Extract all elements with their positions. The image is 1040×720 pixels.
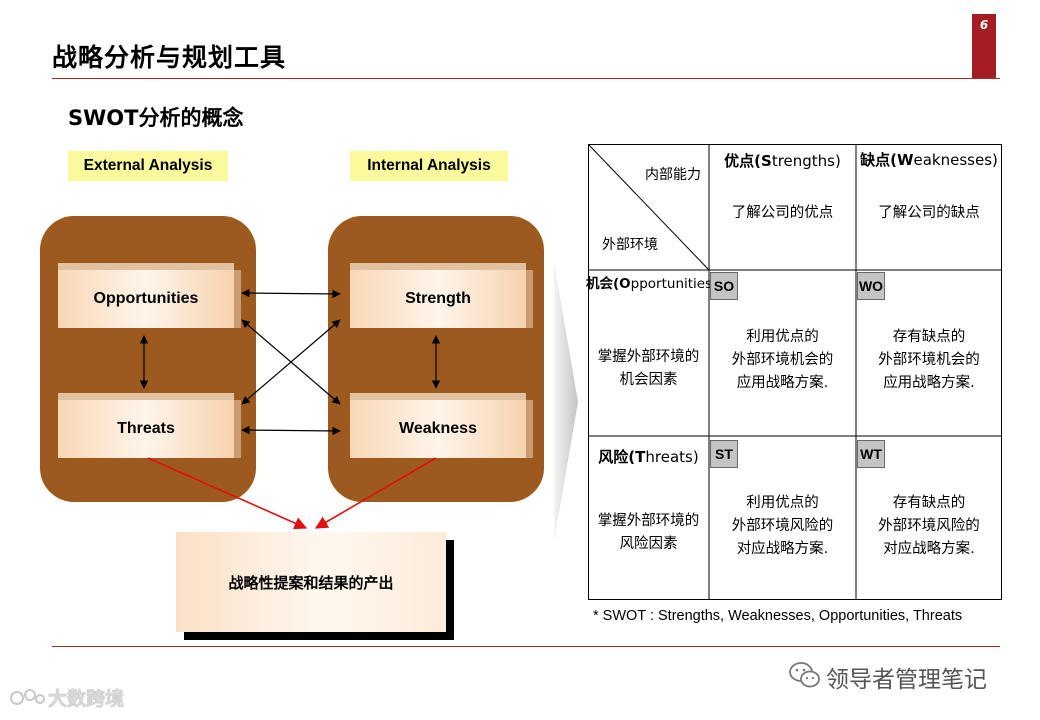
opp-desc-line: 掌握外部环境的: [597, 349, 700, 365]
so-line: 外部环境机会的: [731, 352, 834, 368]
row-opportunities-header: 机会(Opportunities: [586, 272, 710, 292]
wt-tag: WT: [857, 440, 885, 468]
wo-tag: WO: [857, 272, 885, 300]
so-tag: SO: [710, 272, 738, 300]
wt-line: 存有缺点的: [892, 495, 966, 511]
row-threats-header: 风险(Threats): [588, 446, 709, 467]
header-weaknesses-initial: W: [896, 151, 914, 169]
wo-cell: 存有缺点的 外部环境机会的 应用战略方案.: [856, 326, 1002, 395]
row-threats-prefix: 风险(: [598, 448, 636, 466]
opportunities-block: Opportunities: [58, 270, 234, 328]
header-strengths-rest: trengths): [771, 152, 841, 170]
arrow-threats-strength: [241, 319, 341, 405]
watermark-logo-icon: [10, 689, 45, 705]
wo-line: 外部环境机会的: [878, 352, 980, 368]
threats-block: Threats: [58, 400, 234, 458]
strength-block: Strength: [350, 270, 526, 328]
st-line: 对应战略方案.: [736, 541, 829, 557]
external-analysis-label: External Analysis: [68, 151, 228, 181]
corner-internal-label: 内部能力: [645, 167, 701, 183]
weaknesses-description: 了解公司的缺点: [878, 205, 980, 221]
page-number: 6: [972, 14, 996, 78]
matrix-grid-lines: [588, 144, 1002, 600]
row-opportunities-rest: pportunities: [630, 276, 710, 292]
strengths-description: 了解公司的优点: [731, 205, 834, 221]
st-tag: ST: [710, 440, 738, 468]
threat-desc-line: 风险因素: [619, 536, 678, 552]
header-strengths: 优点(Strengths): [709, 150, 856, 171]
red-arrow-right: [314, 457, 437, 529]
swot-footnote: * SWOT : Strengths, Weaknesses, Opportun…: [593, 608, 963, 624]
wt-cell: 存有缺点的 外部环境风险的 对应战略方案.: [856, 492, 1002, 561]
watermark-left-text: 大数跨境: [48, 688, 125, 710]
footer-divider: [52, 646, 1000, 647]
wt-line: 对应战略方案.: [883, 541, 975, 557]
header-strengths-prefix: 优点(: [724, 152, 761, 170]
page-title: 战略分析与规划工具: [52, 43, 287, 72]
wo-line: 存有缺点的: [892, 329, 966, 345]
row-threats-rest: hreats): [645, 448, 699, 466]
st-cell: 利用优点的 外部环境风险的 对应战略方案.: [709, 492, 856, 561]
internal-analysis-label: Internal Analysis: [350, 151, 508, 181]
st-line: 外部环境风险的: [731, 518, 834, 534]
opp-desc-line: 机会因素: [619, 372, 678, 388]
arrow-threats-weakness: [241, 425, 341, 436]
strategic-output-box: 战略性提案和结果的产出: [176, 532, 446, 632]
row-opportunities-initial: O: [619, 276, 631, 292]
header-weaknesses: 缺点(Weaknesses): [856, 149, 1002, 170]
so-cell: 利用优点的 外部环境机会的 应用战略方案.: [709, 326, 856, 395]
chevron-arrow-icon: [554, 262, 578, 542]
swot-matrix: 内部能力 外部环境 优点(Strengths) 缺点(Weaknesses) 了…: [586, 144, 1002, 600]
weakness-block: Weakness: [350, 400, 526, 458]
opportunities-description: 掌握外部环境的 机会因素: [588, 346, 709, 392]
red-arrow-left: [147, 457, 308, 530]
wechat-icon: [789, 662, 820, 688]
header-weaknesses-rest: eaknesses): [913, 151, 998, 169]
header-weaknesses-prefix: 缺点(: [860, 151, 897, 169]
corner-external-label: 外部环境: [602, 237, 658, 253]
watermark-left: 大数跨境: [8, 684, 124, 711]
arrow-opp-strength: [241, 288, 341, 299]
title-divider: [52, 78, 1000, 79]
row-opportunities-prefix: 机会(: [586, 276, 620, 292]
so-line: 应用战略方案.: [736, 375, 829, 391]
st-line: 利用优点的: [746, 495, 819, 511]
wo-line: 应用战略方案.: [883, 375, 975, 391]
watermark-right-text: 领导者管理笔记: [826, 667, 987, 693]
wt-line: 外部环境风险的: [878, 518, 980, 534]
header-strengths-initial: S: [761, 152, 772, 170]
section-subtitle: SWOT分析的概念: [68, 106, 244, 130]
row-threats-initial: T: [635, 448, 646, 466]
so-line: 利用优点的: [746, 329, 819, 345]
threats-description: 掌握外部环境的 风险因素: [588, 510, 709, 556]
threat-desc-line: 掌握外部环境的: [597, 513, 700, 529]
